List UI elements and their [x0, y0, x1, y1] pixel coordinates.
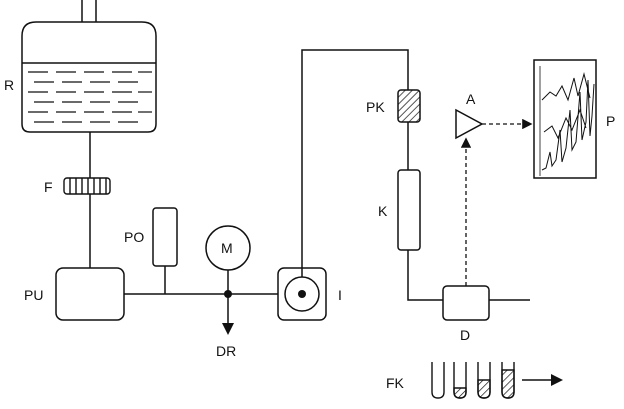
- label-manometer: M: [221, 240, 233, 256]
- label-recorder: P: [606, 113, 615, 129]
- chromatogram-trace: [541, 72, 595, 171]
- precolumn: [397, 89, 421, 123]
- label-filter: F: [44, 179, 53, 195]
- reservoir: [21, 0, 157, 133]
- label-drain: DR: [216, 343, 236, 359]
- pipe-column-detector: [407, 250, 443, 301]
- filter: [63, 177, 111, 195]
- label-pump: PU: [24, 287, 43, 303]
- pressure-damper: [152, 207, 178, 267]
- column: [397, 169, 421, 251]
- label-reservoir: R: [4, 77, 14, 93]
- label-fraction-collector: FK: [386, 375, 405, 391]
- injector: [277, 267, 327, 321]
- label-precolumn: PK: [366, 99, 385, 115]
- amplifier: [455, 108, 484, 140]
- label-pressure-damper: PO: [124, 229, 144, 245]
- pipe-injector-precolumn: [301, 49, 409, 277]
- label-column: K: [378, 203, 388, 219]
- pump: [55, 267, 125, 321]
- label-injector: I: [338, 287, 342, 303]
- recorder: [533, 59, 597, 179]
- label-amplifier: A: [466, 91, 476, 107]
- liquid-dashes: [28, 71, 152, 123]
- fraction-collector: [431, 362, 515, 399]
- label-detector: D: [460, 327, 470, 343]
- detector: [442, 285, 490, 321]
